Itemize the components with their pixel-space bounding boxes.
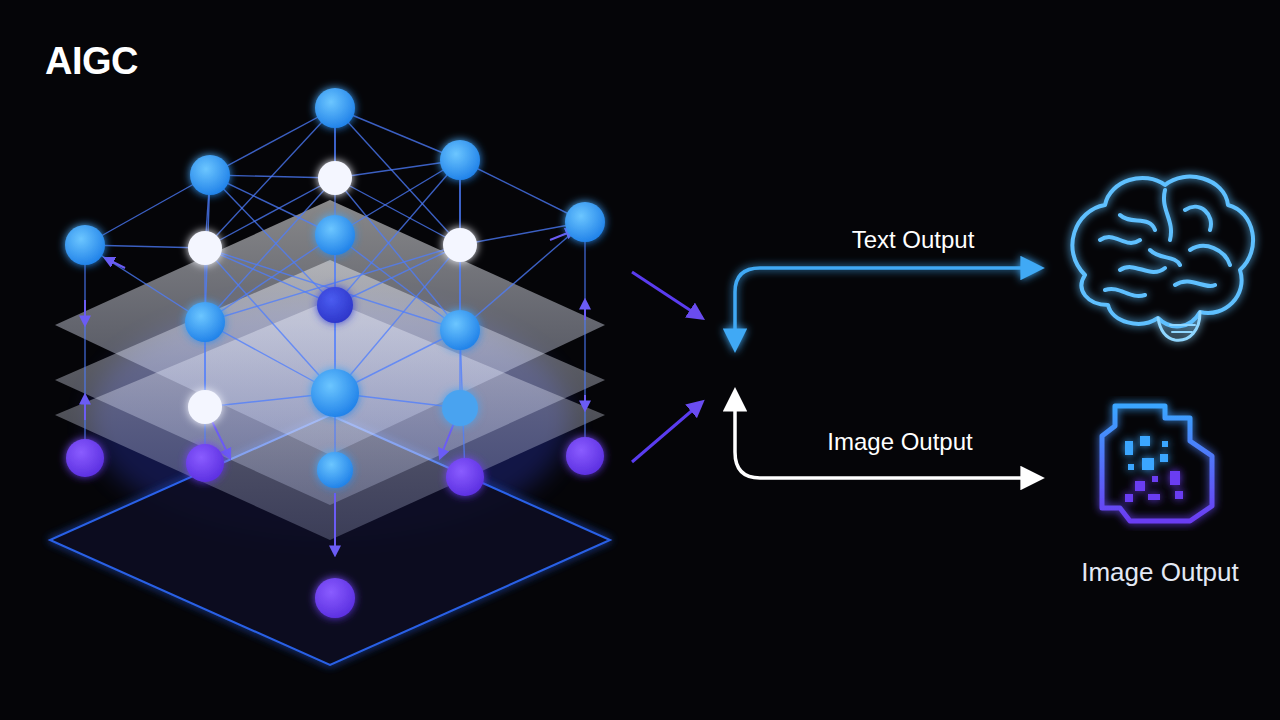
pixel-block: [1125, 494, 1133, 502]
network-link: [205, 248, 335, 305]
pixel-block: [1160, 454, 1168, 462]
network-link: [205, 245, 460, 322]
network-link: [335, 245, 460, 393]
image-output-icon: Image Output: [1080, 396, 1240, 592]
brain-link-line: [1158, 342, 1162, 400]
pixel-block: [1128, 464, 1134, 470]
network-link: [205, 235, 335, 322]
network-link: [85, 175, 210, 245]
diagram-title: AIGC: [45, 40, 138, 83]
neuron: [440, 140, 480, 180]
image-output-arrow: [735, 392, 1040, 478]
network-arrow: [84, 300, 86, 325]
neuron: [188, 390, 222, 424]
neuron: [315, 578, 355, 618]
network-link: [335, 108, 460, 160]
network-arrow: [584, 395, 586, 410]
neuron: [65, 225, 105, 265]
output-label: Text Output: [852, 226, 975, 254]
network-links: [85, 108, 585, 555]
neuron: [443, 228, 477, 262]
neuron: [565, 202, 605, 242]
neuron: [317, 287, 353, 323]
flow-arrow: [632, 272, 702, 318]
neuron: [315, 215, 355, 255]
network-link: [205, 248, 460, 330]
neuron: [318, 161, 352, 195]
layer-planes: [50, 200, 610, 665]
network-link: [210, 175, 335, 235]
pixel-block: [1125, 441, 1133, 455]
pixel-block: [1175, 491, 1183, 499]
network-link: [460, 160, 585, 222]
network-neurons: [65, 88, 605, 618]
flow-arrow: [632, 402, 702, 462]
neuron: [311, 369, 359, 417]
network-arrow: [334, 493, 336, 555]
node-caption: Image Output: [1080, 553, 1240, 592]
neuron: [185, 302, 225, 342]
pixel-block: [1142, 458, 1154, 470]
neuron: [66, 439, 104, 477]
neuron: [315, 88, 355, 128]
network-link: [210, 108, 335, 175]
pixel-block: [1148, 494, 1160, 500]
neuron: [566, 437, 604, 475]
network-link: [335, 235, 460, 330]
neuron: [442, 390, 478, 426]
text-output-arrow: [735, 268, 1040, 348]
network-link: [335, 108, 460, 245]
brain-icon: [1072, 177, 1253, 341]
chip-icon: [1080, 396, 1240, 531]
neuron: [186, 444, 224, 482]
network-link: [205, 178, 335, 322]
network-link: [584, 222, 585, 456]
pixel-block: [1170, 471, 1180, 485]
network-link: [85, 245, 205, 322]
neuron: [317, 452, 353, 488]
pixel-block: [1162, 441, 1168, 447]
neuron: [446, 458, 484, 496]
network-link: [335, 178, 460, 330]
network-link: [84, 245, 85, 458]
network-link: [460, 222, 585, 330]
network-arrow: [105, 258, 125, 268]
network-link: [335, 160, 460, 235]
neuron: [190, 155, 230, 195]
neuron: [440, 310, 480, 350]
output-label: Image Output: [827, 428, 972, 456]
network-arrow: [84, 395, 86, 420]
pixel-block: [1135, 481, 1145, 491]
pixel-block: [1140, 436, 1150, 446]
network-arrow: [584, 300, 586, 320]
neuron: [188, 231, 222, 265]
pixel-block: [1152, 476, 1158, 482]
